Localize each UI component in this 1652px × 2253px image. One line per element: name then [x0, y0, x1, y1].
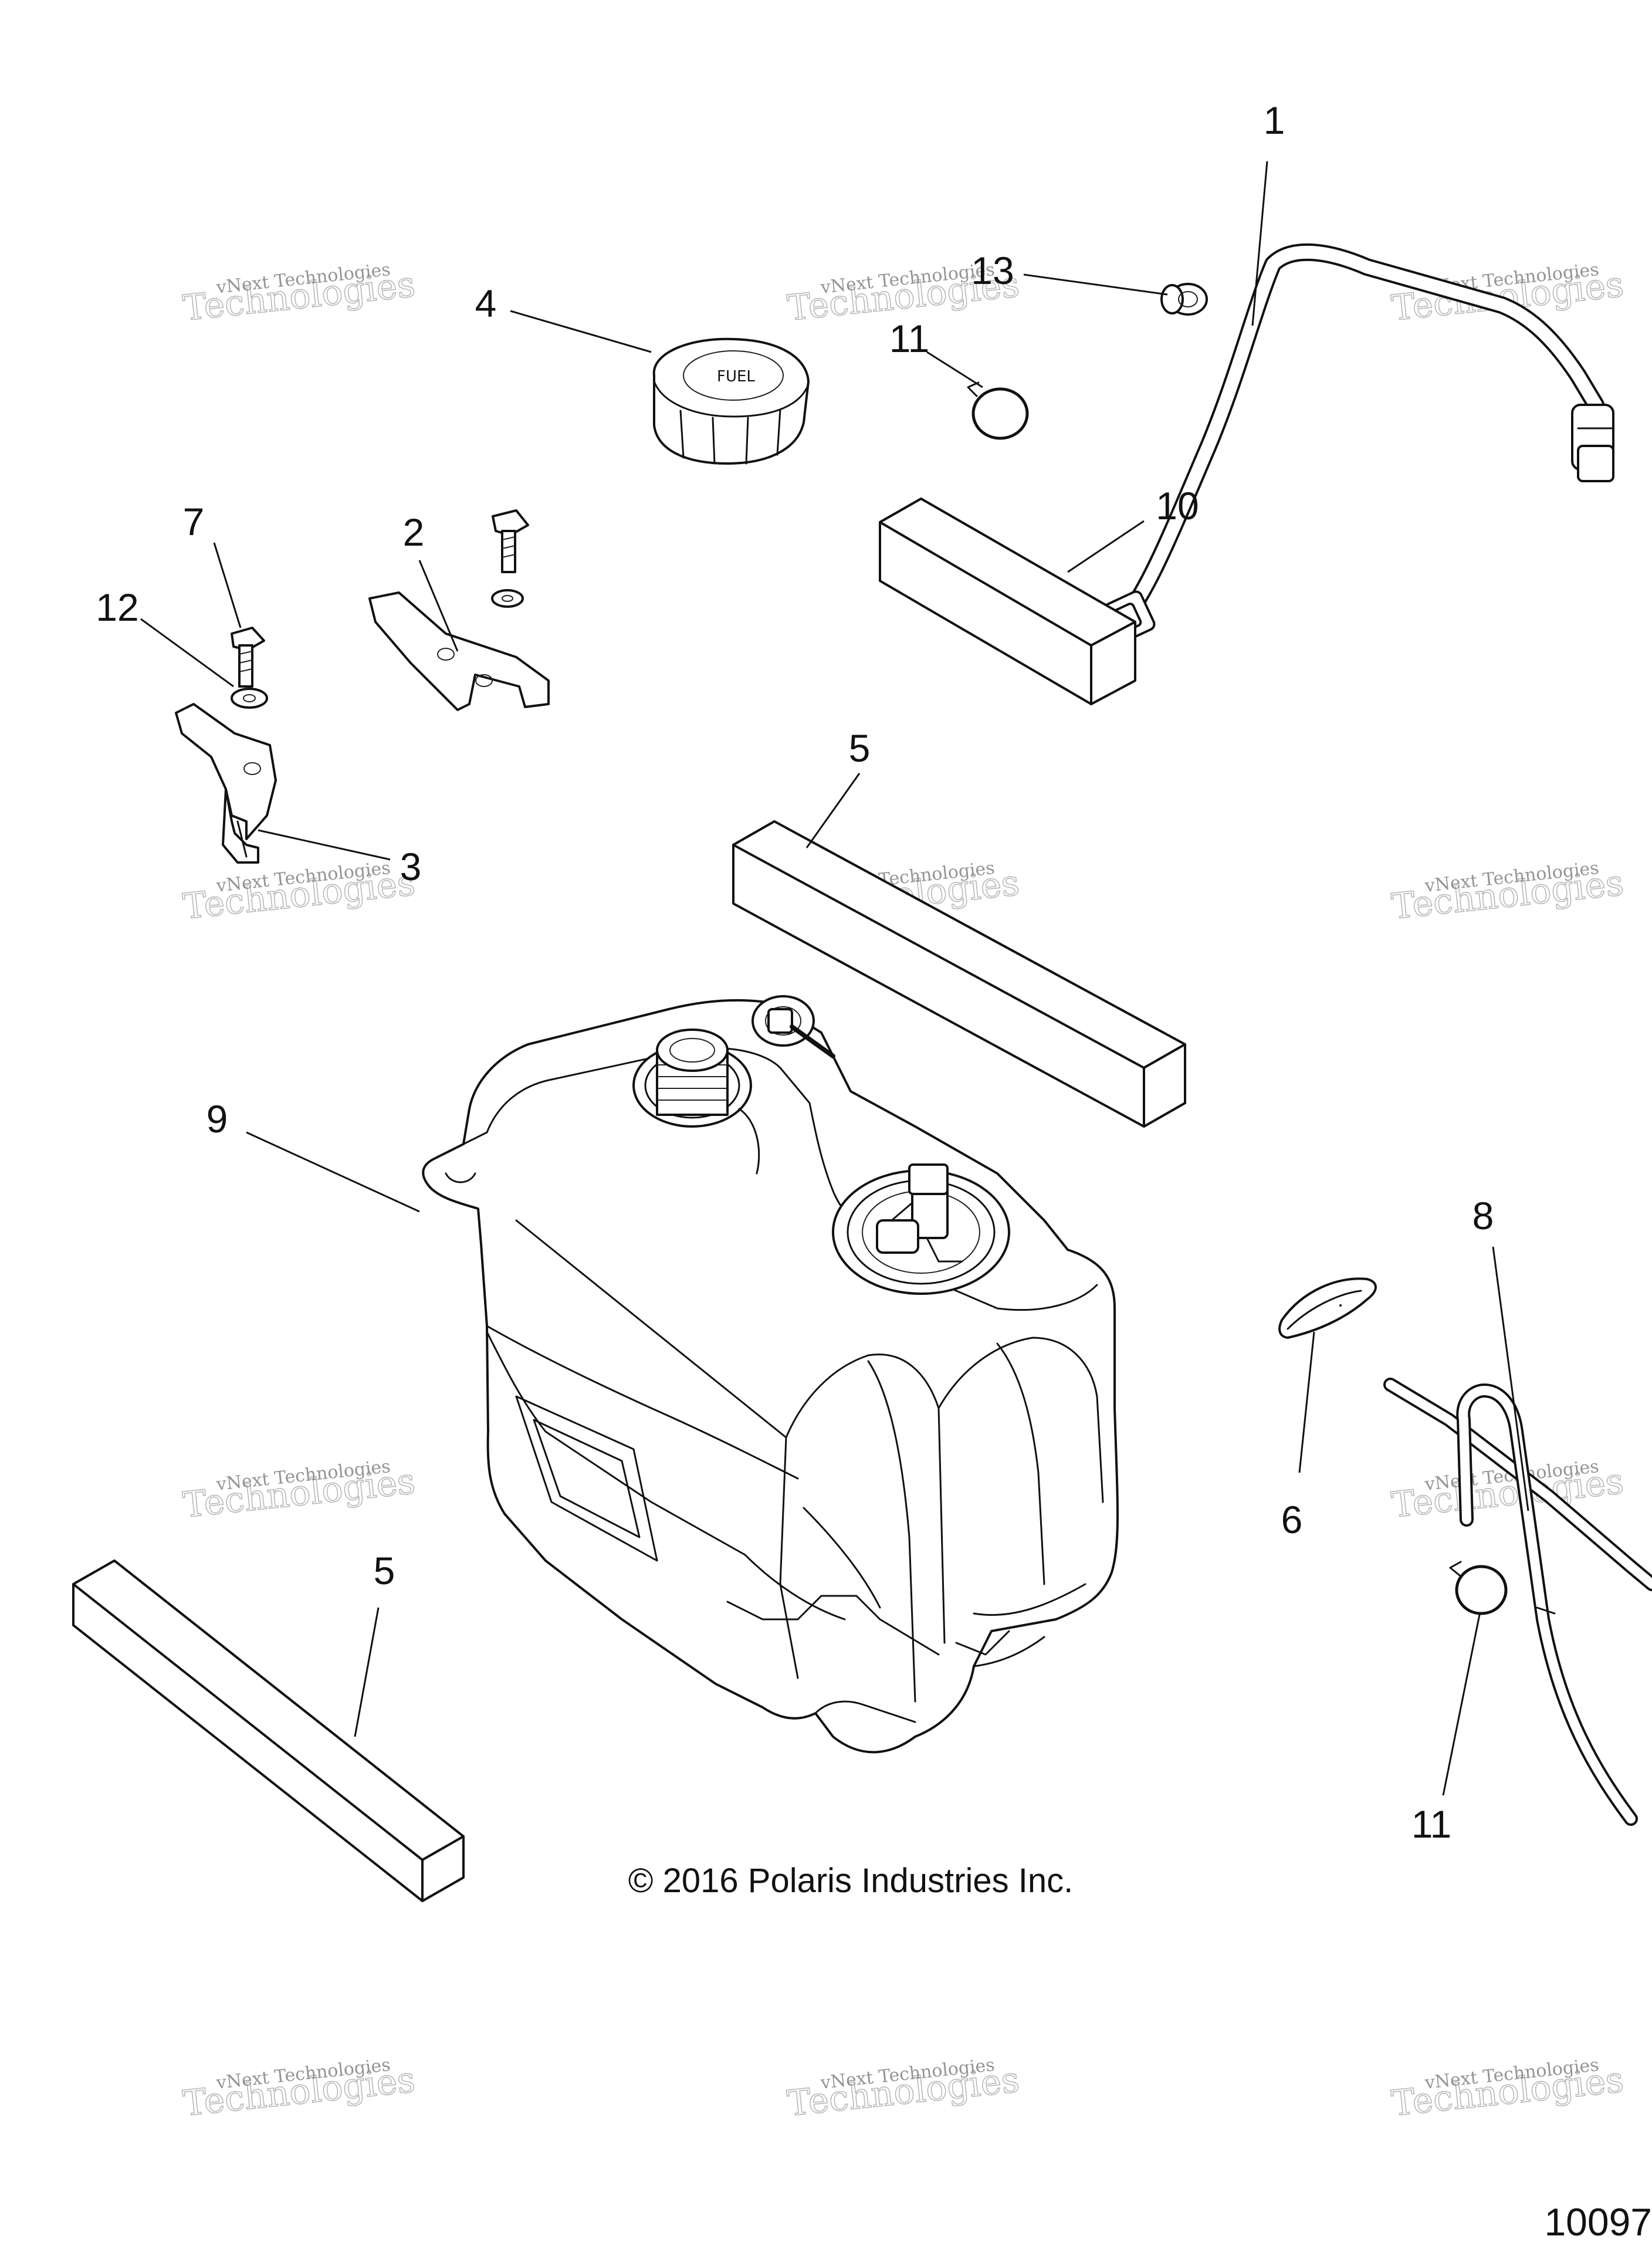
callouts: 1 2 3 4 5 5 6 7 8 9 10 11 11 12 13: [96, 99, 1494, 1846]
leader-line-12: [140, 618, 234, 688]
leader-line-13: [1023, 273, 1168, 296]
leader-line-3: [258, 829, 391, 861]
part-3-bracket: [175, 703, 277, 864]
callout-9: 9: [206, 1097, 228, 1141]
part-13-grommet: [1160, 283, 1208, 316]
callout-8: 8: [1472, 1194, 1494, 1237]
callout-2: 2: [403, 510, 425, 554]
part-2-bolt: [491, 509, 529, 608]
watermark: Technologies vNext Technologies: [181, 259, 418, 330]
leader-line-5-top: [805, 773, 861, 848]
leader-line-1: [1251, 161, 1268, 326]
part-7-bolt: [231, 627, 265, 688]
part-11-hose-clamp-top: [967, 381, 1029, 440]
callout-1: 1: [1264, 99, 1285, 142]
callout-3: 3: [400, 845, 422, 888]
callout-10: 10: [1156, 484, 1199, 527]
callout-12: 12: [96, 586, 138, 629]
part-8-vent-hose: [1383, 1378, 1652, 1826]
watermark: Technologies vNext Technologies: [181, 2055, 418, 2125]
leader-line-8: [1492, 1246, 1529, 1511]
callout-5-bottom: 5: [374, 1549, 395, 1592]
watermark: Technologies vNext Technologies: [181, 1456, 418, 1527]
part-4-fuel-cap: FUEL: [652, 337, 810, 465]
callout-5-top: 5: [849, 726, 871, 770]
part-9-fuel-tank: [422, 995, 1119, 1754]
leader-lines: [140, 161, 1529, 1796]
callout-13: 13: [971, 249, 1014, 292]
leader-line-7: [213, 542, 242, 628]
watermark: Technologies vNext Technologies: [1389, 259, 1626, 330]
leader-line-4: [510, 310, 652, 353]
part-12-washer: [231, 688, 268, 709]
part-10-foam-block: [879, 498, 1136, 705]
leader-line-2: [418, 560, 459, 652]
svg-text:FUEL: FUEL: [717, 368, 755, 385]
copyright-notice: © 2016 Polaris Industries Inc.: [628, 1862, 1073, 1900]
document-number: 10097: [1544, 2200, 1652, 2244]
watermark: Technologies vNext Technologies: [1389, 858, 1626, 928]
callout-7: 7: [183, 500, 205, 543]
part-2-bracket: [368, 509, 550, 711]
callout-11-bottom: 11: [1411, 1802, 1452, 1846]
leader-line-5-bottom: [354, 1607, 380, 1737]
part-11-hose-clamp-bottom: [1449, 1561, 1508, 1615]
leader-line-11-bottom: [1442, 1614, 1481, 1796]
watermark: Technologies vNext Technologies: [181, 858, 418, 928]
part-6-seal: [1278, 1277, 1377, 1339]
callout-6: 6: [1281, 1498, 1303, 1541]
callout-4: 4: [475, 282, 497, 325]
leader-line-6: [1298, 1331, 1315, 1473]
callout-11-top: 11: [889, 317, 930, 360]
leader-line-10: [1067, 520, 1145, 573]
part-5-foam-block-top: [732, 820, 1186, 1128]
part-5-foam-block-bottom: [72, 1559, 465, 1902]
leader-line-11-top: [926, 351, 983, 388]
leader-line-9: [246, 1131, 420, 1213]
watermark: Technologies vNext Technologies: [785, 2055, 1022, 2125]
part-1-fuel-line: [1094, 243, 1614, 648]
watermark: Technologies vNext Technologies: [1389, 2055, 1626, 2125]
